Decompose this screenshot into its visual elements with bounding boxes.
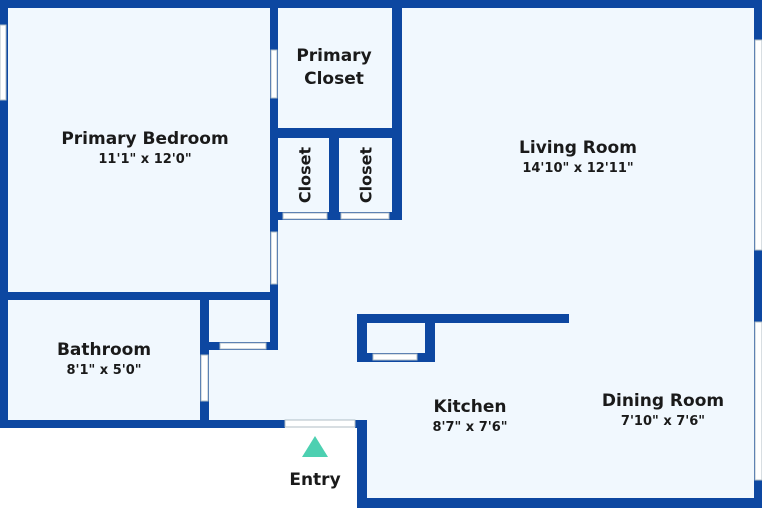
room-label-closet-1: Closet <box>295 146 315 204</box>
room-label-primary-closet: Primary Closet <box>278 45 390 91</box>
door-primary-closet <box>270 49 278 99</box>
wall-linen-right <box>270 295 278 350</box>
wall-counter-left <box>357 314 367 362</box>
door-bedroom <box>270 231 278 285</box>
room-name: Dining Room <box>601 391 725 411</box>
wall-bedroom-right <box>270 0 278 300</box>
wall-closet-right <box>392 0 402 220</box>
room-name: Living Room <box>519 138 637 158</box>
room-name: Primary Bedroom <box>61 129 229 149</box>
wall-counter-top <box>357 314 569 323</box>
room-label-kitchen: Kitchen 8'7" x 7'6" <box>395 396 545 437</box>
wall-bottom-right <box>357 498 762 508</box>
room-dimensions: 7'10" x 7'6" <box>620 414 706 429</box>
room-label-living-room: Living Room 14'10" x 12'11" <box>478 137 678 178</box>
room-name-line2: Closet <box>304 69 364 89</box>
room-label-dining-room: Dining Room 7'10" x 7'6" <box>583 390 743 431</box>
wall-counter-right <box>425 314 435 362</box>
wall-top <box>0 0 762 8</box>
room-dimensions: 8'7" x 7'6" <box>432 420 508 435</box>
entry-door <box>284 419 356 428</box>
window-living <box>754 39 762 251</box>
room-label-primary-bedroom: Primary Bedroom 11'1" x 12'0" <box>20 128 270 169</box>
entry-label: Entry <box>265 469 365 492</box>
wall-right <box>754 0 762 508</box>
kitchen-sink-opening <box>372 353 418 361</box>
room-name: Bathroom <box>56 340 152 360</box>
wall-bottom-left <box>0 420 285 428</box>
wall-bedroom-bottom <box>0 292 278 300</box>
door-linen <box>219 342 267 350</box>
door-closet-1 <box>282 212 328 220</box>
wall-closets-bottom <box>270 212 402 220</box>
openings <box>0 24 762 481</box>
room-dimensions: 14'10" x 12'11" <box>522 161 634 176</box>
triangle-up-icon <box>302 436 328 457</box>
room-name-line1: Primary <box>296 46 372 66</box>
room-dimensions: 8'1" x 5'0" <box>66 363 142 378</box>
window-dining <box>754 321 762 481</box>
entry-text: Entry <box>289 470 341 490</box>
wall-kitchen-left <box>357 420 367 508</box>
room-label-closet-2: Closet <box>356 146 376 204</box>
wall-closet-divider <box>329 128 339 220</box>
room-label-bathroom: Bathroom 8'1" x 5'0" <box>10 339 198 380</box>
room-dimensions: 11'1" x 12'0" <box>98 152 192 167</box>
wall-left <box>0 0 8 428</box>
door-closet-2 <box>340 212 390 220</box>
window-bedroom <box>0 24 7 101</box>
room-name: Kitchen <box>433 397 507 417</box>
door-bathroom <box>200 354 209 402</box>
